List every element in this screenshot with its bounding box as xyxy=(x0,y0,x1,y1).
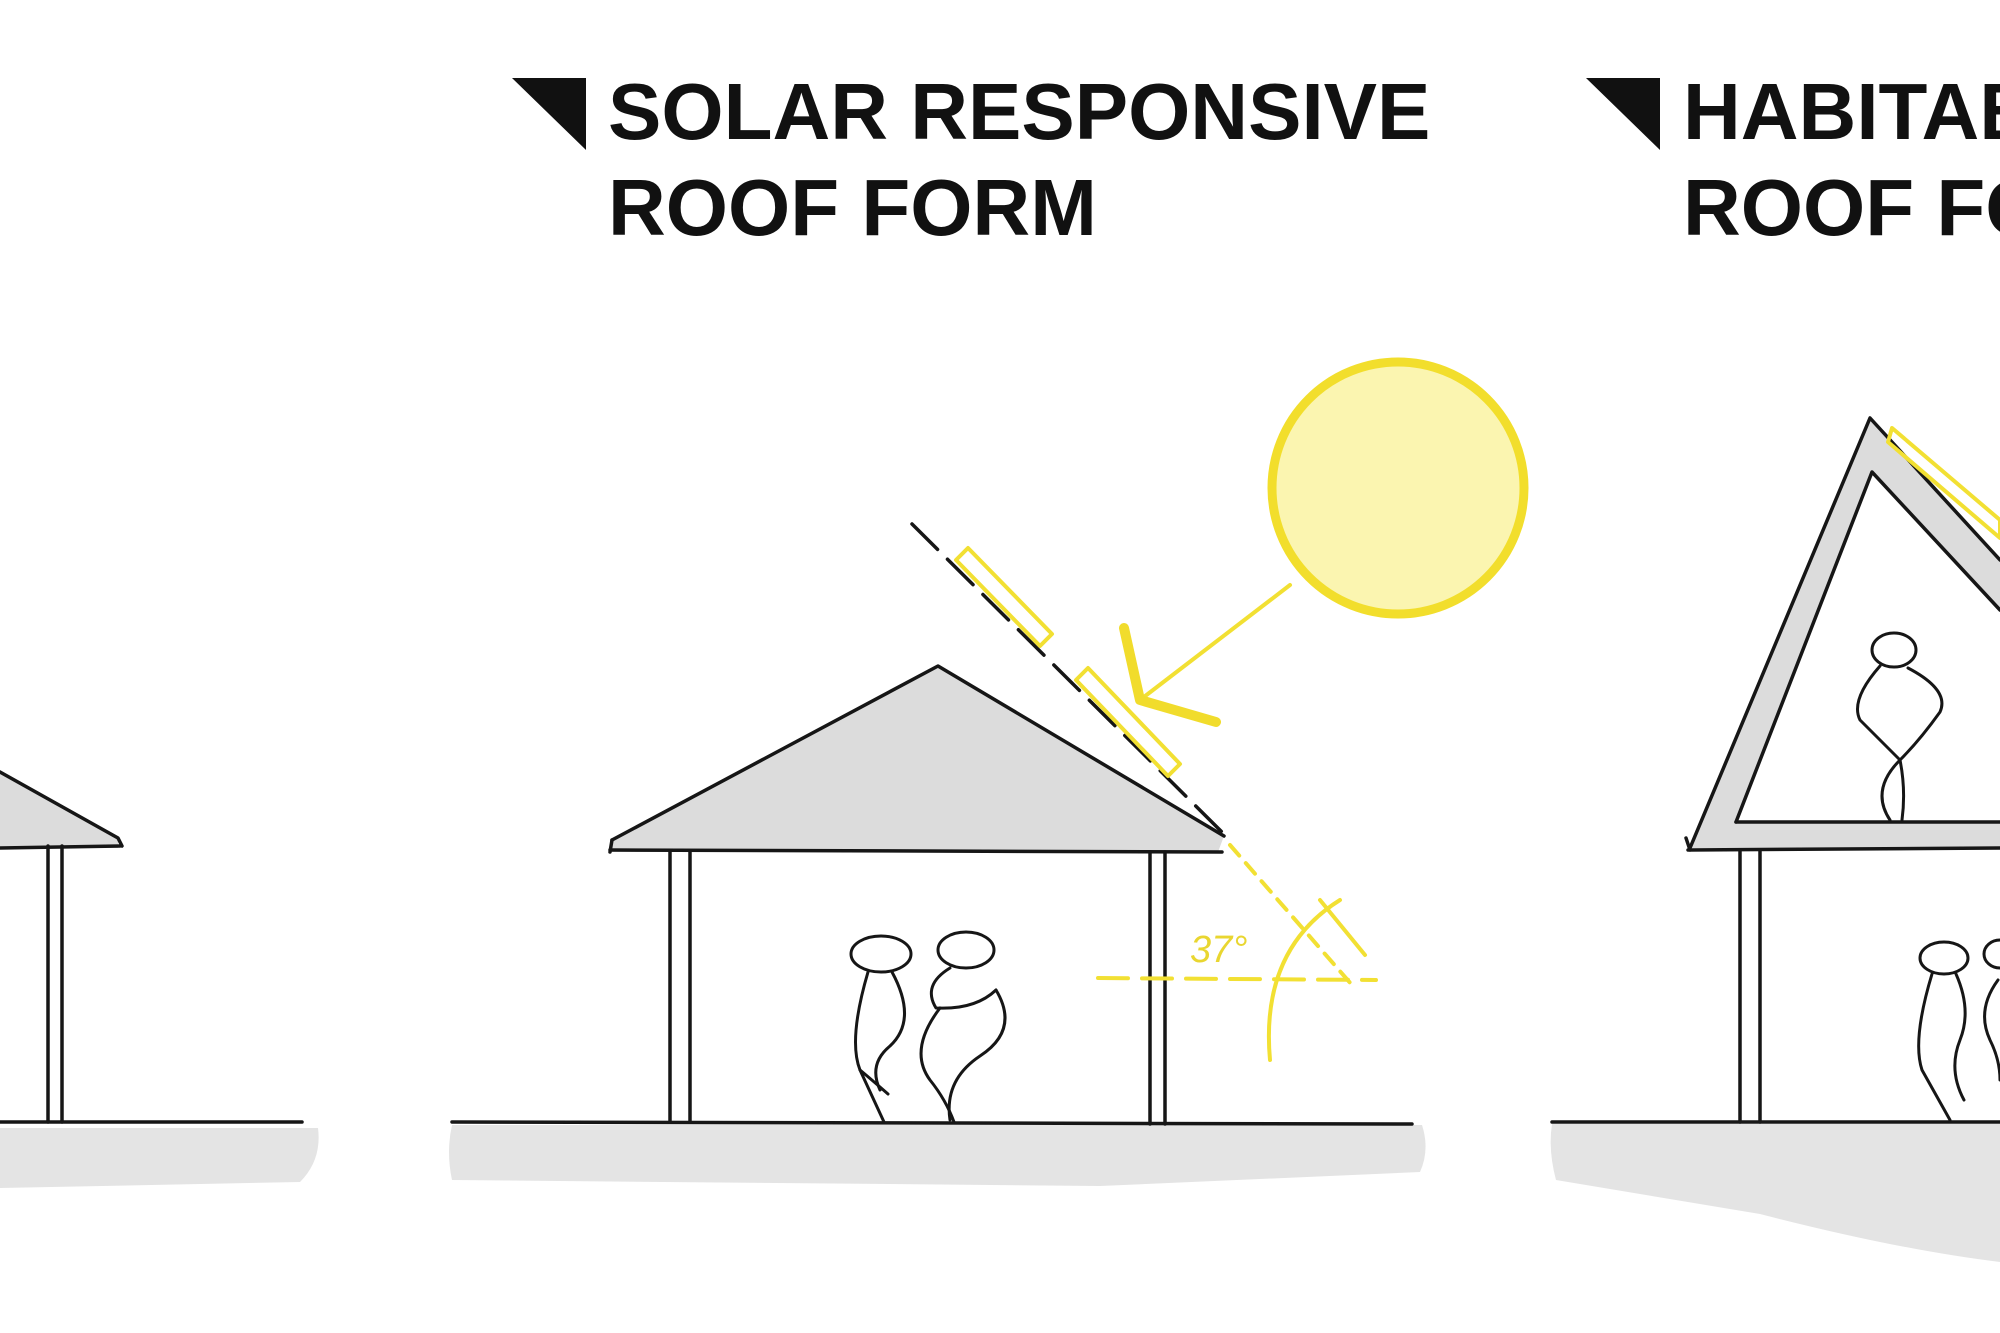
person-figure-icon xyxy=(919,930,1007,1124)
panel-1-house xyxy=(0,770,319,1188)
flag-triangle-icon xyxy=(1586,78,1660,150)
panel-title-solar-responsive: SOLAR RESPONSIVE ROOF FORM xyxy=(608,64,1430,256)
panel-3-house xyxy=(1550,416,2000,1262)
person-figure-icon xyxy=(1917,938,2000,1122)
solar-panel xyxy=(954,546,1182,778)
panel-title-habitable: HABITABE ROOF FO xyxy=(1683,64,2000,256)
panel-title-line2: ROOF FORM xyxy=(608,163,1097,252)
flag-triangle-icon xyxy=(512,78,586,150)
panel-title-line1: SOLAR RESPONSIVE xyxy=(608,67,1431,156)
panel-title-line2: ROOF FO xyxy=(1683,163,2000,252)
person-figure-icon xyxy=(849,934,913,1124)
panel-2-house: 37° xyxy=(449,357,1529,1186)
angle-label: 37° xyxy=(1190,929,1247,971)
panel-title-line1: HABITABE xyxy=(1683,67,2000,156)
sun-icon xyxy=(1267,357,1529,619)
person-figure-icon xyxy=(1856,631,1944,822)
